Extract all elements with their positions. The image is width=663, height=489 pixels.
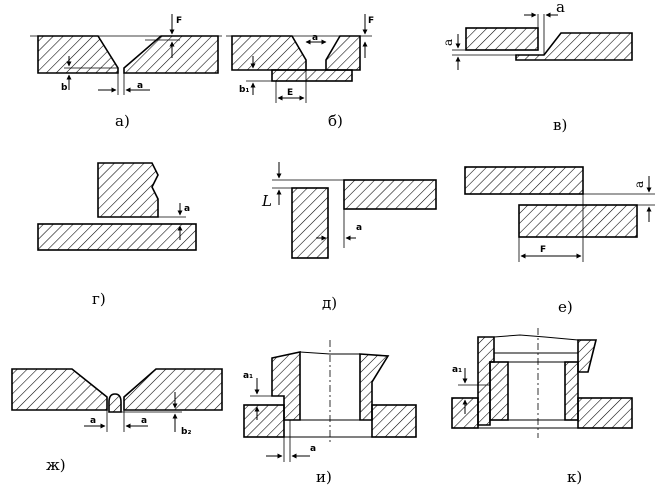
fig-e-label-a: a [632,181,646,188]
fig-b-label-b1: b₁ [239,85,249,95]
figure-zh: a a b₂ ж) [11,368,223,474]
fig-a-label-b: b [61,83,68,93]
fig-b-backing-strip [271,69,353,82]
fig-b-left-plate [231,35,307,71]
fig-e-upper-plate [464,166,584,195]
fig-e-caption: е) [558,298,573,316]
fig-v-label-a-top: a [556,0,565,16]
fig-k-sleeve-right [564,361,579,421]
fig-k-base-right [577,397,633,429]
fig-b-label-E: E [287,88,293,98]
fig-i-tube-right-wall [359,353,390,421]
fig-i-base-right [371,404,417,438]
fig-i-base-left [243,404,285,438]
figure-i: a₁ a и) [243,340,417,486]
fig-a-right-plate [123,35,219,74]
figure-a: F b a а) [30,14,222,130]
fig-d-label-L: L [261,192,272,210]
fig-g-upper-plate [97,162,159,218]
fig-a-label-F: F [176,16,182,26]
fig-a-label-a: a [137,81,143,91]
fig-zh-left-plate [11,368,108,411]
fig-g-base-plate [37,223,197,251]
fig-g-label-a: a [184,204,190,214]
fig-zh-label-b2: b₂ [181,427,191,437]
fig-zh-right-plate [123,368,223,411]
fig-b-right-plate [325,35,361,71]
figure-k: a₁ к) [451,328,633,486]
fig-a-left-plate [37,35,119,74]
figure-b: F a b₁ E б) [226,14,374,130]
fig-d-vertical-plate [291,187,329,259]
fig-i-label-a: a [310,444,316,454]
fig-e-lower-plate [518,204,638,238]
fig-i-caption: и) [316,468,332,486]
fig-d-horizontal-plate [343,179,437,210]
figure-d: L a д) [261,162,437,312]
fig-b-label-F: F [368,16,374,26]
fig-zh-caption: ж) [46,456,66,474]
fig-v-caption: в) [553,116,567,134]
fig-e-label-F: F [540,245,546,255]
fig-d-label-a: a [356,223,362,233]
fig-a-caption: а) [115,112,130,130]
figure-v: a a в) [441,0,633,134]
fig-k-label-a1: a₁ [452,365,462,375]
fig-g-caption: г) [92,290,106,308]
fig-v-label-a-side: a [441,39,455,46]
fig-k-sleeve-left [489,361,509,421]
fig-b-caption: б) [328,112,343,130]
fig-i-label-a1: a₁ [243,371,253,381]
fig-k-caption: к) [567,468,582,486]
fig-b-label-a: a [312,33,318,43]
figure-e: a F е) [464,166,655,316]
fig-d-caption: д) [322,294,337,312]
fig-zh-label-a-left: a [90,416,96,426]
fig-v-upper-plate [465,27,539,51]
fig-zh-label-a-right: a [141,416,147,426]
fig-zh-root-insert [108,393,122,413]
figure-g: a г) [37,162,197,308]
fig-k-tube-right-wall [577,339,598,373]
